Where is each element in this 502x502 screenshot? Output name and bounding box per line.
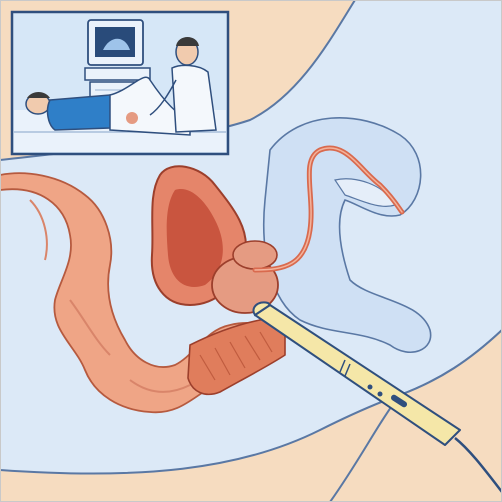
inset-scene xyxy=(12,12,228,154)
patient-shirt xyxy=(48,95,116,130)
seminal-vesicle xyxy=(233,241,277,269)
probe-button-1 xyxy=(368,385,373,390)
probe-button-2 xyxy=(378,392,383,397)
patient-mark xyxy=(126,112,138,124)
